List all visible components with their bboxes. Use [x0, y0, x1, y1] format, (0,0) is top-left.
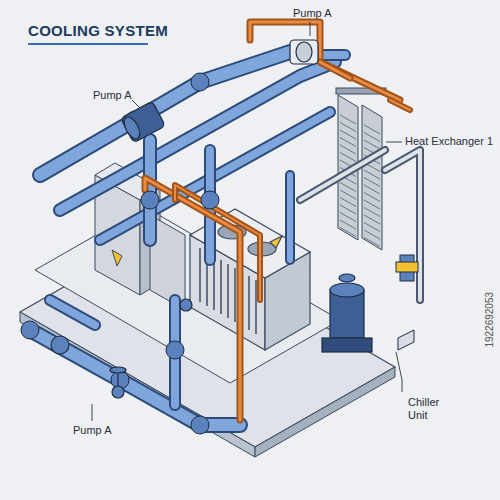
fin-line	[364, 140, 380, 149]
grille-line	[227, 264, 228, 318]
grille-line	[248, 276, 249, 330]
fin-line	[340, 130, 356, 139]
grille-line	[234, 268, 235, 322]
diagram-title: COOLING SYSTEM	[28, 22, 168, 39]
pipe-outline	[50, 300, 95, 325]
pipe-body	[287, 175, 293, 260]
pipe-outline	[300, 150, 385, 200]
watermark-number: 1922692053	[484, 270, 496, 370]
pipe-flange	[166, 341, 184, 359]
pipe-flange	[21, 321, 39, 339]
pipe-outline	[285, 175, 295, 260]
part-label: Chiller Unit	[408, 396, 460, 421]
fin-line	[340, 153, 356, 162]
pipe-flange	[141, 191, 159, 209]
fin-line	[340, 138, 356, 147]
fin-line	[364, 193, 380, 202]
pipe-outline	[30, 330, 240, 425]
part-label: Heat Exchanger 1	[405, 135, 493, 148]
pipe-outline	[385, 150, 420, 300]
pipe-body	[300, 150, 385, 200]
pump-motor	[322, 274, 372, 352]
fin-line	[340, 228, 356, 237]
pipe-network	[21, 22, 420, 434]
pipe-body	[390, 100, 410, 110]
exchanger-fins	[340, 115, 380, 247]
pipe-body	[250, 22, 400, 100]
pump-top	[290, 40, 318, 64]
pipe-body	[320, 62, 350, 78]
fin-line	[340, 115, 356, 124]
fin-line	[340, 220, 356, 229]
pipe-flange	[201, 191, 219, 209]
fin-line	[364, 178, 380, 187]
pipe-outline	[250, 22, 400, 100]
fin-line	[364, 223, 380, 232]
grille-line	[199, 248, 200, 302]
pipe-body	[385, 150, 420, 300]
part-label: Pump A	[93, 89, 132, 102]
heat-exchanger	[336, 88, 386, 250]
right-valve	[396, 255, 418, 350]
pipe-flange	[191, 73, 209, 91]
part-label: Pump A	[293, 7, 332, 20]
fin-line	[364, 185, 380, 194]
pipe-body	[30, 330, 240, 425]
fin-line	[364, 170, 380, 179]
valves	[51, 299, 192, 398]
fin-line	[340, 213, 356, 222]
fin-line	[364, 125, 380, 134]
title-underline	[28, 43, 148, 45]
fin-line	[340, 123, 356, 132]
fin-line	[364, 238, 380, 247]
part-label: Pump A	[73, 424, 112, 437]
fin-line	[340, 190, 356, 199]
fin-line	[364, 215, 380, 224]
pipe-outline	[175, 185, 260, 300]
fin-line	[340, 183, 356, 192]
fin-line	[364, 230, 380, 239]
fin-line	[340, 205, 356, 214]
fin-line	[364, 200, 380, 209]
fin-line	[364, 208, 380, 217]
fin-line	[340, 145, 356, 154]
pump-left	[121, 101, 166, 143]
pipe-flange	[191, 416, 209, 434]
pipe-body	[175, 185, 260, 300]
leader-lines	[92, 22, 402, 421]
pipe-outline	[320, 62, 350, 78]
fin-line	[340, 198, 356, 207]
pipe-body	[50, 300, 95, 325]
grille-line	[220, 260, 221, 314]
pipe-outline	[390, 100, 410, 110]
fin-line	[364, 133, 380, 142]
grille-line	[255, 280, 256, 334]
